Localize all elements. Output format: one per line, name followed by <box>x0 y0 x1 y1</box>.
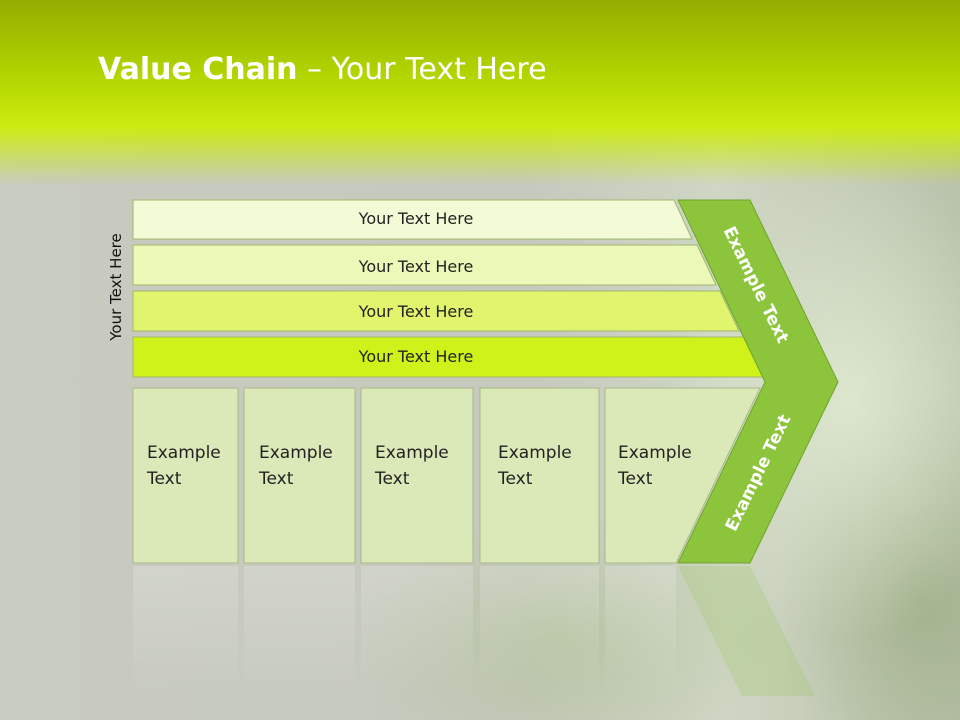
box-4-label: Example Text <box>498 443 572 489</box>
chevron <box>677 199 839 564</box>
box-1 <box>132 387 239 564</box>
box-2 <box>243 387 356 564</box>
box-2-label: Example Text <box>259 443 333 489</box>
box-1-label: Example Text <box>147 443 221 489</box>
bar-2-label: Your Text Here <box>358 257 474 276</box>
title-band <box>0 0 960 185</box>
bar-4-label: Your Text Here <box>358 347 474 366</box>
box-3 <box>360 387 474 564</box>
bar-3-label: Your Text Here <box>358 302 474 321</box>
box-5-label: Example Text <box>618 443 692 489</box>
bar-3 <box>132 290 740 332</box>
title-rest: – Your Text Here <box>297 52 547 87</box>
bar-1 <box>132 199 693 240</box>
title-bold: Value Chain <box>98 52 298 87</box>
bar-2 <box>132 244 717 286</box>
slide-title: Value Chain – Your Text Here <box>98 52 547 87</box>
box-4 <box>479 387 600 564</box>
reflection <box>133 566 815 696</box>
box-5 <box>604 387 761 564</box>
box-3-label: Example Text <box>375 443 449 489</box>
bar-1-label: Your Text Here <box>358 209 474 228</box>
